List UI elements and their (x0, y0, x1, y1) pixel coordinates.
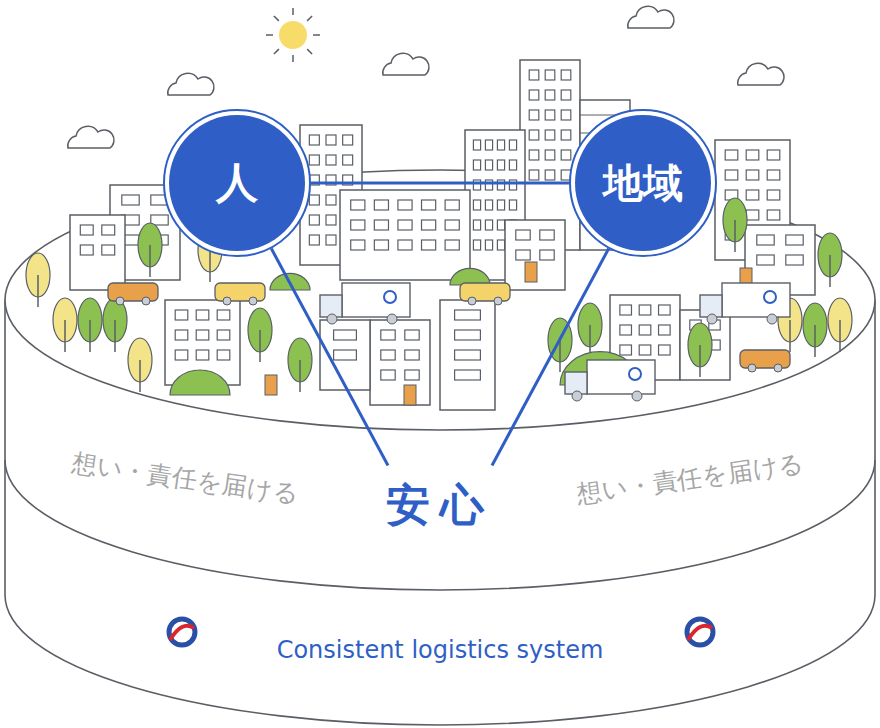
tree (26, 253, 50, 307)
bush (170, 370, 230, 395)
cloud (738, 63, 784, 85)
car (740, 350, 790, 372)
building (505, 220, 565, 290)
building (440, 300, 495, 410)
building (340, 190, 470, 280)
building (70, 215, 125, 290)
company-logo (169, 619, 195, 645)
tree (248, 308, 272, 362)
cylinder-top (5, 170, 875, 430)
tree (138, 223, 162, 277)
central-keyword: 安心 (378, 472, 502, 539)
tree (53, 298, 77, 352)
tree (688, 323, 712, 377)
tree (128, 338, 152, 392)
car (108, 283, 158, 305)
tree (578, 303, 602, 357)
connector-line (271, 249, 388, 466)
cloud (628, 6, 674, 28)
truck (565, 360, 655, 401)
tree (103, 298, 127, 352)
concept-circle: 人 (163, 109, 311, 257)
cloud (383, 53, 429, 75)
node-text: 人 (216, 155, 258, 211)
car (460, 283, 510, 305)
door (404, 385, 416, 405)
door (525, 262, 537, 282)
node-text: 地域 (603, 156, 683, 211)
tree (723, 198, 747, 252)
truck (320, 283, 410, 324)
truck (700, 283, 790, 324)
car (215, 283, 265, 305)
door (265, 375, 277, 395)
tree (818, 233, 842, 287)
tree (828, 298, 852, 352)
concept-circle: 地域 (569, 109, 717, 257)
tree (803, 303, 827, 357)
connector-line (311, 182, 569, 185)
connector-line (492, 249, 609, 466)
cloud (68, 126, 114, 148)
company-logo (687, 619, 713, 645)
sun (266, 8, 320, 62)
cylinder-side (5, 300, 875, 725)
building (370, 320, 430, 405)
node-text: 安心 (386, 476, 494, 535)
cloud (168, 73, 214, 95)
tree (78, 298, 102, 352)
tree (288, 338, 312, 392)
building (680, 310, 730, 380)
system-name: Consistent logistics system (277, 636, 604, 664)
